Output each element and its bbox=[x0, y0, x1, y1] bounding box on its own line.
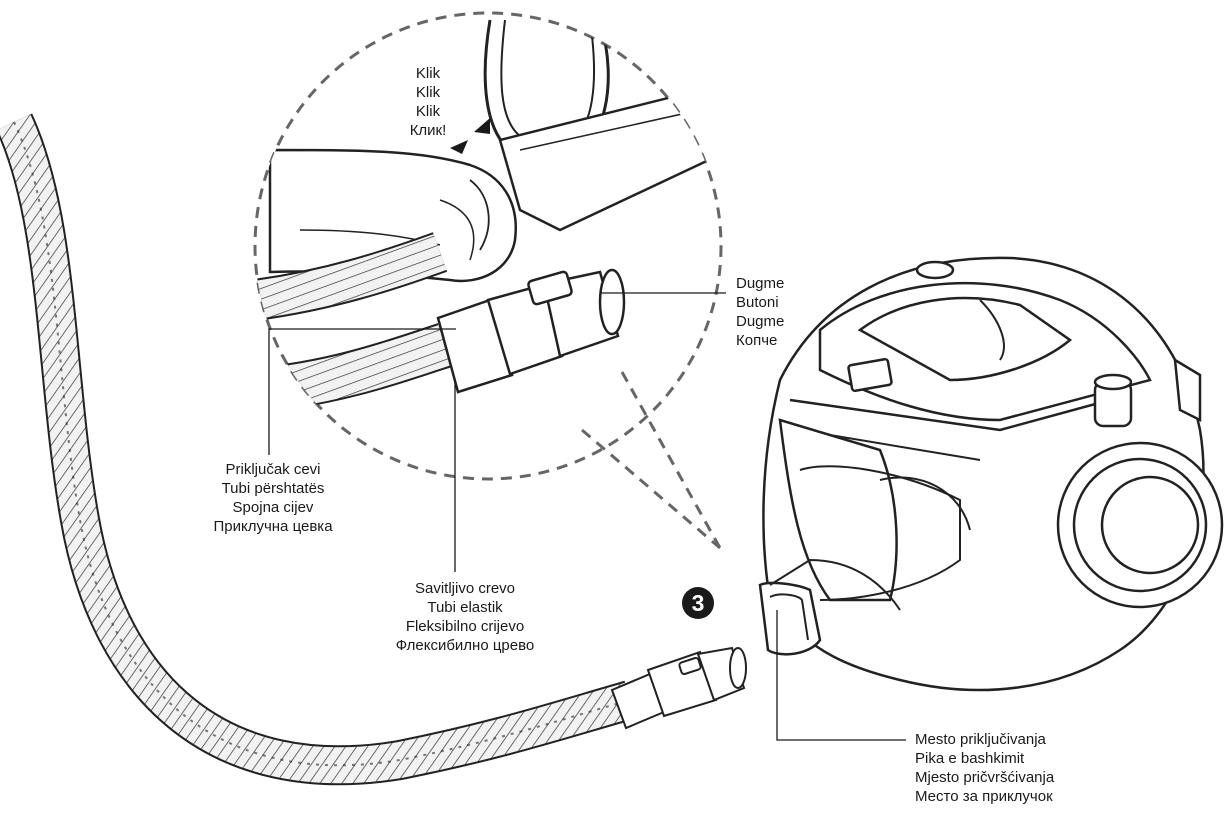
flexible-hose-label: Savitljivo crevo Tubi elastik Fleksibiln… bbox=[395, 580, 535, 654]
attachment-point-label: Mesto priključivanja Pika e bashkimit Mj… bbox=[915, 731, 1055, 805]
vacuum-body-drawing bbox=[758, 256, 1224, 692]
hose-connector-label: Priključak cevi Tubi përshtatës Spojna c… bbox=[213, 461, 333, 535]
flexible-hose-drawing bbox=[0, 113, 636, 786]
hose-connector-drawing bbox=[610, 646, 747, 730]
step-number-badge: 3 bbox=[682, 587, 714, 619]
zoom-detail bbox=[255, 19, 721, 413]
leader-lines bbox=[268, 292, 906, 741]
magnifier-circle bbox=[253, 11, 723, 481]
button-label: Dugme Butoni Dugme Копче bbox=[736, 275, 785, 349]
click-label: Klik Klik Klik Клик! bbox=[409, 65, 447, 139]
click-indicator-marks bbox=[450, 118, 490, 154]
